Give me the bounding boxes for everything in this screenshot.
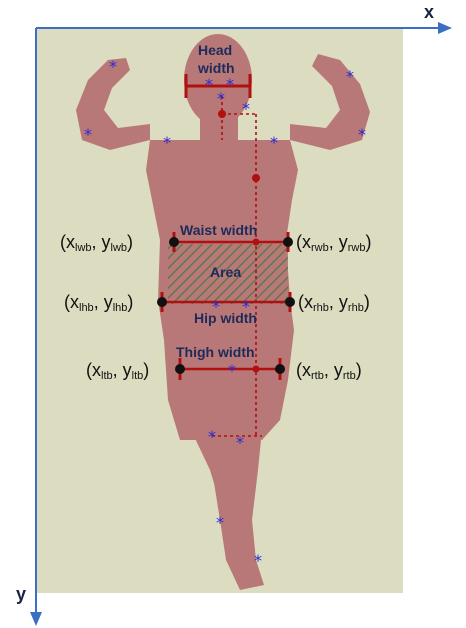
star-marker-icon: * — [163, 133, 171, 152]
y-axis-arrow-icon — [30, 612, 42, 626]
point-label-ltb: (xltb, yltb) — [86, 360, 149, 386]
point-label-rtb: (xrtb, yrtb) — [296, 360, 362, 386]
waist-center-point — [253, 239, 260, 246]
hip-right-point — [285, 297, 295, 307]
head-width-label-line2: width — [198, 60, 235, 76]
thigh-right-point — [275, 364, 285, 374]
head-width-label-line1: Head — [198, 42, 232, 58]
star-marker-icon: * — [109, 57, 117, 76]
y-axis-label: y — [16, 584, 26, 605]
waist-right-point — [283, 237, 293, 247]
hip-left-point — [157, 297, 167, 307]
star-marker-icon: * — [217, 89, 225, 108]
x-axis-label: x — [424, 2, 434, 23]
waist-width-label: Waist width — [180, 222, 257, 238]
point-label-rwb: (xrwb, yrwb) — [296, 232, 371, 258]
thigh-center-point — [253, 366, 260, 373]
star-marker-icon: * — [270, 133, 278, 152]
point-label-rhb: (xrhb, yrhb) — [298, 292, 370, 318]
star-marker-icon: * — [216, 513, 224, 532]
chest-point — [252, 174, 260, 182]
thigh-width-label: Thigh width — [176, 344, 255, 360]
star-marker-icon: * — [205, 75, 213, 94]
star-marker-icon: * — [254, 551, 262, 570]
star-marker-icon: * — [346, 67, 354, 86]
neck-point — [218, 110, 226, 118]
star-marker-icon: * — [358, 125, 366, 144]
thigh-left-point — [175, 364, 185, 374]
hip-width-label: Hip width — [194, 310, 257, 326]
star-marker-icon: * — [228, 361, 236, 380]
waist-left-point — [169, 237, 179, 247]
star-marker-icon: * — [208, 427, 216, 446]
point-label-lhb: (xlhb, ylhb) — [64, 292, 133, 318]
point-label-lwb: (xlwb, ylwb) — [60, 232, 133, 258]
star-marker-icon: * — [226, 75, 234, 94]
star-marker-icon: * — [84, 125, 92, 144]
x-axis-arrow-icon — [438, 22, 452, 34]
area-label: Area — [210, 264, 241, 280]
star-marker-icon: * — [236, 433, 244, 452]
star-marker-icon: * — [242, 99, 250, 118]
